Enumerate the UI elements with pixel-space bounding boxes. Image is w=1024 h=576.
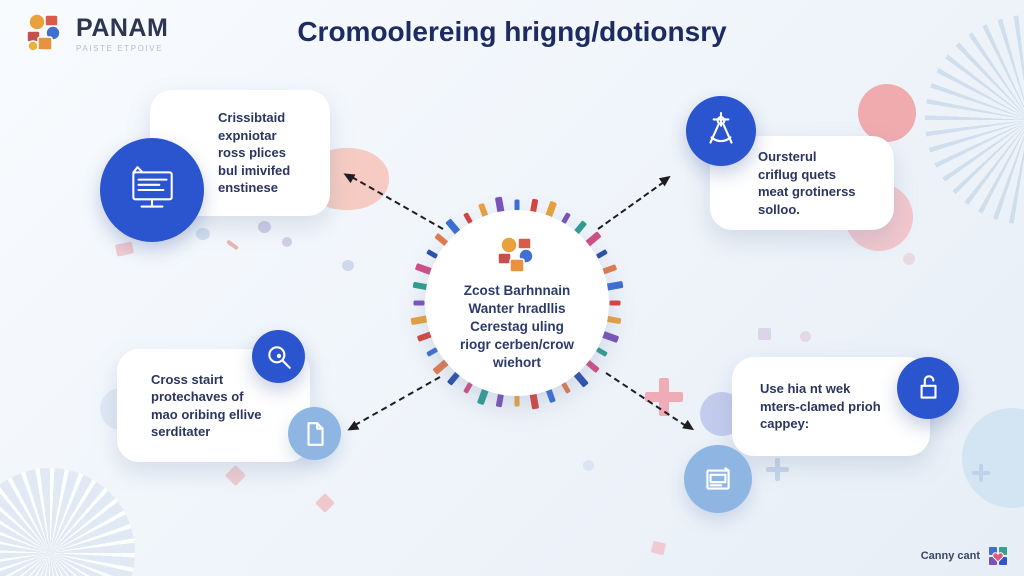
background-decor (226, 239, 239, 251)
brand-tagline: PAISTE ETPOIVE (76, 43, 164, 53)
background-decor (315, 493, 335, 513)
background-decor (650, 540, 667, 556)
background-decor (800, 331, 811, 342)
background-decor (766, 458, 789, 481)
background-decor (114, 241, 135, 257)
footer-credit: Canny cant (921, 544, 1010, 568)
background-decor (903, 253, 915, 265)
page-title: Cromoolereing hrigng/dotionsry (297, 16, 727, 47)
document-icon (288, 407, 341, 460)
background-decor (858, 84, 916, 142)
brand-logo: PANAM PAISTE ETPOIVE (22, 10, 168, 56)
background-decor (196, 228, 210, 240)
gear-heart-icon (989, 547, 1007, 565)
starburst-decor (0, 468, 135, 576)
central-circle: Zcost Barhnnain Wanter hradllis Cerestag… (425, 210, 609, 396)
mosaic-cluster-icon (497, 236, 534, 273)
callout-bottom-right: Use hia nt wek mters-clamed prioh cappey… (732, 357, 930, 456)
callout-text: Crissibtaid expniotar ross plices bul im… (218, 110, 291, 196)
monitor-icon (100, 138, 204, 242)
callout-text: Use hia nt wek mters-clamed prioh cappey… (760, 381, 881, 432)
central-hub-text: Zcost Barhnnain Wanter hradllis Cerestag… (459, 283, 575, 370)
brand-name: PANAM (76, 13, 169, 42)
magnifier-icon (252, 330, 305, 383)
background-decor (583, 460, 594, 471)
printer-icon (684, 445, 752, 513)
background-decor (224, 464, 247, 487)
compass-icon (686, 96, 756, 166)
mosaic-cluster-icon (26, 13, 61, 52)
background-decor (972, 464, 990, 482)
background-decor (342, 260, 354, 271)
credit-text: Canny cant (920, 550, 980, 562)
starburst-decor (925, 15, 1024, 225)
background-decor (282, 237, 292, 247)
callout-text: Oursterul criflug quets meat grotinerss … (758, 149, 856, 217)
background-decor (758, 328, 771, 340)
central-hub: Zcost Barhnnain Wanter hradllis Cerestag… (410, 196, 624, 410)
decorated-ring (410, 196, 624, 410)
lock-icon (897, 357, 959, 419)
background-decor (645, 378, 683, 416)
background-decor (258, 221, 271, 233)
background-decor (962, 408, 1024, 508)
callout-text: Cross stairt protechaves of mao oribing … (151, 371, 262, 440)
